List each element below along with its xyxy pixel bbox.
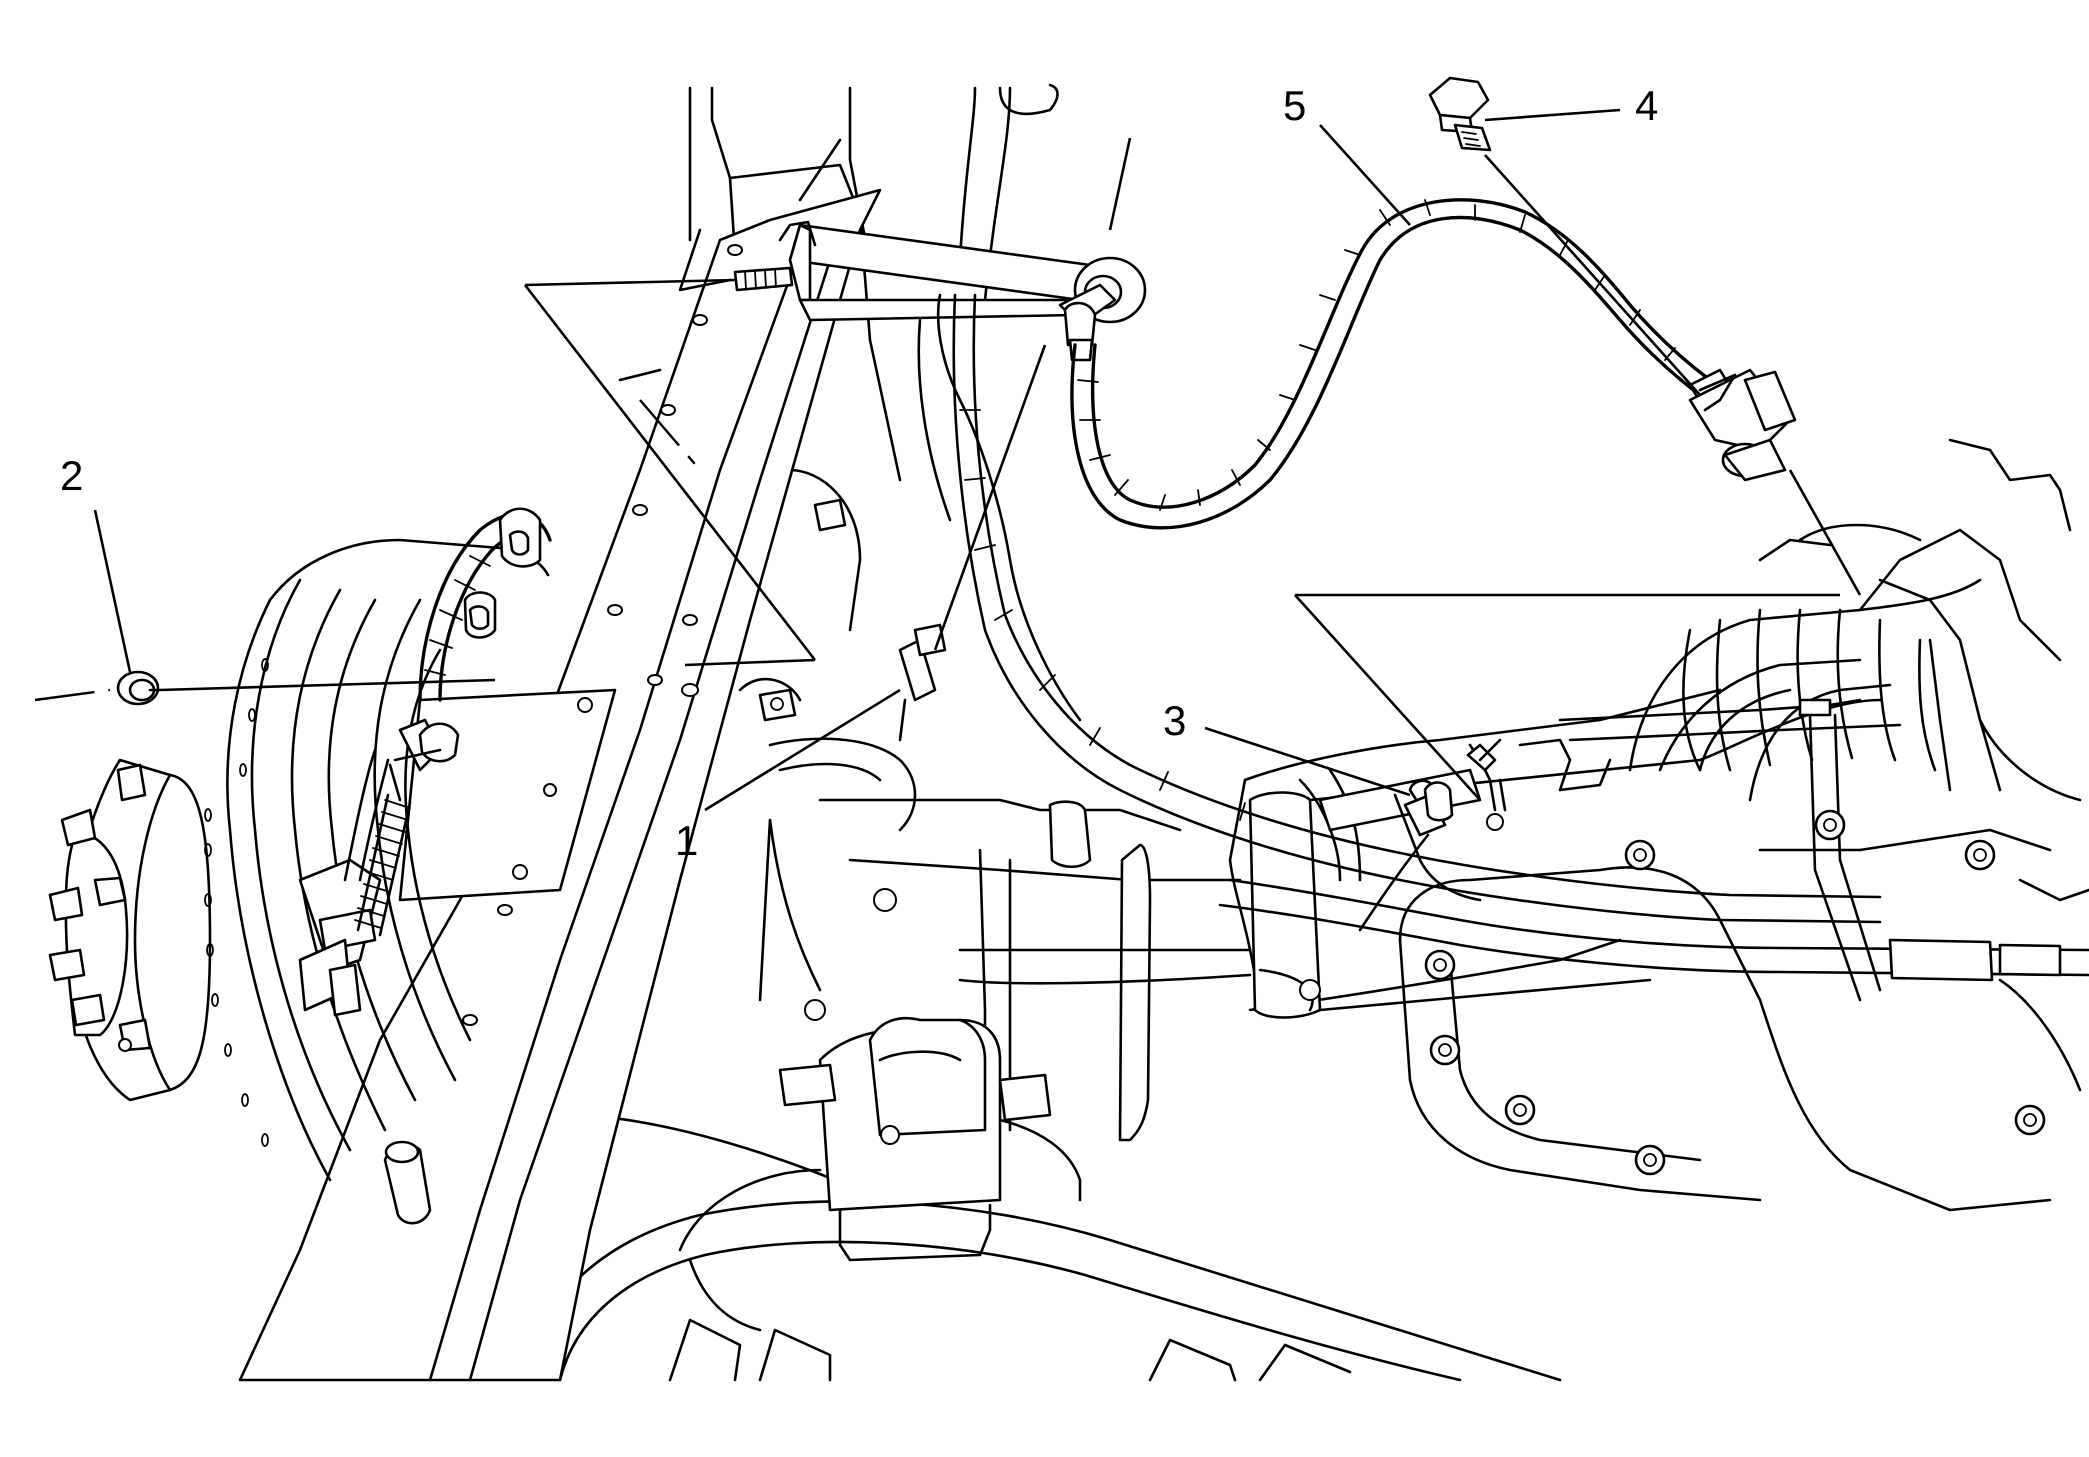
hose-mounting-bracket [733,220,1147,362]
brake-pipe-bracket [1318,738,1612,902]
rail-fasteners [618,368,847,722]
caliper-and-spring [298,718,460,1017]
callout-4: 4 [1484,82,1658,129]
callout-3: 3 [1163,697,1411,797]
caliper-brake-hose [418,507,552,702]
brake-pipe-fitting [1358,781,1454,932]
explode-lines [34,137,1862,801]
callout-label-1: 1 [675,817,698,864]
callout-label-2: 2 [60,452,83,499]
callout-label-3: 3 [1163,697,1186,744]
rotor-vents [204,658,269,1147]
callout-1: 1 [675,688,901,864]
differential-carrier [1398,438,2089,1212]
brake-rotor-assembly [48,538,550,1182]
bolt [1428,76,1492,152]
rear-axle-housing [1228,688,1882,1019]
cover-bolts [1424,809,2046,1176]
callout-label-5: 5 [1283,82,1306,129]
coil-spring [354,793,412,937]
brake-hose [1070,198,1797,530]
nut [116,670,162,706]
leaf-spring-bracket [678,1016,1082,1262]
callout-2: 2 [60,452,132,673]
lower-underbody [508,1113,1562,1382]
callout-5: 5 [1283,82,1411,226]
callout-label-4: 4 [1635,82,1658,129]
